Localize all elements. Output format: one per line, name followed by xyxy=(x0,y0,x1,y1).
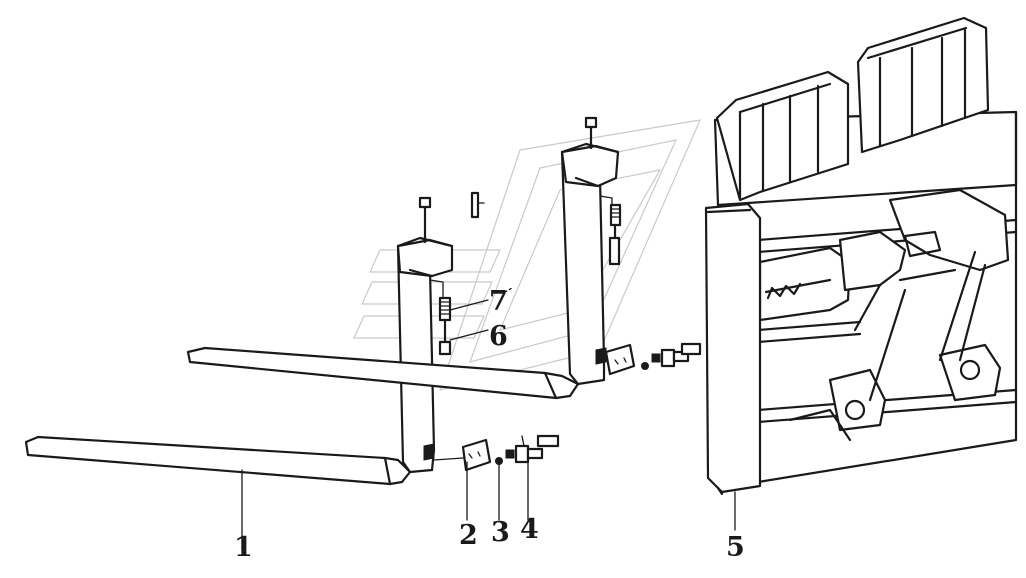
bolt-part-4 xyxy=(505,434,560,464)
fork-pin-right xyxy=(584,116,598,150)
fork-right-part-1 xyxy=(186,142,620,400)
label-part-6: 6 xyxy=(489,321,508,352)
label-part-5: 5 xyxy=(726,532,745,563)
label-part-7: 7 xyxy=(489,286,508,317)
leader-lines xyxy=(241,287,736,551)
carriage-frame-part-5 xyxy=(704,16,1018,496)
label-part-3: 3 xyxy=(491,517,510,548)
bolt-right xyxy=(651,342,702,368)
spring-part-7-left xyxy=(429,279,452,322)
rod-part-6-right xyxy=(608,223,621,266)
washer-right xyxy=(641,362,649,370)
spring-part-7-right xyxy=(599,195,622,227)
fork-left-part-1 xyxy=(24,236,454,486)
stop-plate-right xyxy=(604,343,636,376)
stop-plate-part-2 xyxy=(433,438,492,472)
fork-pin-left xyxy=(418,191,485,244)
label-part-2: 2 xyxy=(459,520,478,551)
label-part-1: 1 xyxy=(234,532,253,563)
label-part-4: 4 xyxy=(520,514,539,545)
part-labels: 1 2 3 4 5 6 7 xyxy=(234,286,745,563)
rod-part-6-left xyxy=(438,318,452,356)
